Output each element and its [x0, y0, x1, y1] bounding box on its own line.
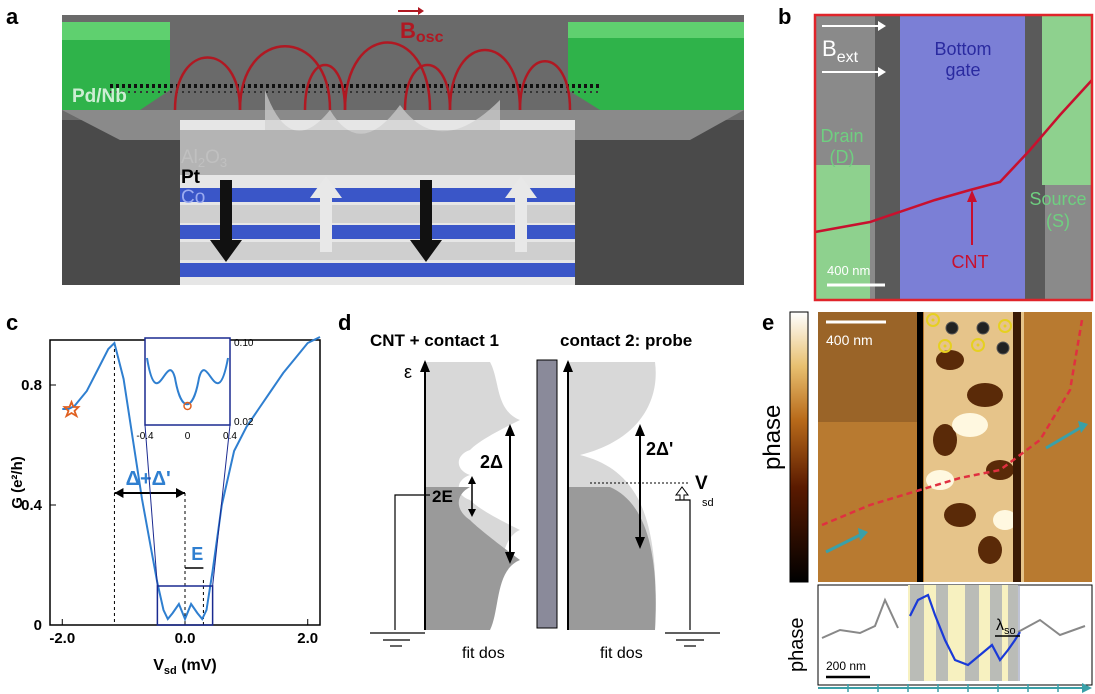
y-tick-label: 0.8 [21, 377, 42, 394]
x-tick-label: 2.0 [297, 630, 318, 647]
zoom-line [144, 424, 158, 587]
source-contact [1042, 15, 1092, 185]
dos-right-lower [568, 487, 656, 630]
x-axis-label: Vsd (mV) [153, 657, 217, 677]
contact-label: Pd/Nb [72, 86, 127, 107]
profile-outer-right [1017, 618, 1086, 637]
field-label: Bosc [400, 18, 444, 46]
gap-label: Δ+Δ' [126, 468, 171, 490]
dos-left-lower [425, 487, 520, 630]
right-title: contact 2: probe [560, 331, 692, 350]
e-level-label: 2E [432, 487, 453, 506]
source-label-1: Source [1029, 189, 1086, 209]
panel-d: d CNT + contact 1 contact 2: probe ε 2Δ … [338, 310, 720, 662]
profile-scalebar-label: 200 nm [826, 659, 866, 673]
scalebar-b-label: 400 nm [827, 263, 870, 278]
drain-contact [815, 165, 870, 300]
zoom-box [156, 585, 214, 626]
left-title: CNT + contact 1 [370, 331, 499, 350]
inset-y-tick-label: 0.02 [234, 417, 254, 428]
spin-markers [926, 313, 1012, 355]
inset-y-tick-label: 0.10 [234, 338, 254, 349]
panel-e: e phase [759, 310, 1093, 693]
panel-label-b: b [778, 4, 791, 29]
energy-axis-label: ε [404, 362, 412, 382]
panel-label-d: d [338, 310, 351, 335]
e-label: E [191, 544, 203, 564]
surface-bumps [265, 90, 500, 134]
inset-marker [183, 401, 192, 411]
alox-layer [180, 130, 575, 175]
star-marker [62, 399, 81, 419]
panel-a: a [6, 4, 744, 285]
scalebar-e-label: 400 nm [826, 332, 873, 348]
bias-label: V [695, 473, 708, 494]
co-layer-3 [180, 263, 575, 277]
inset-curve [146, 357, 229, 406]
sem-frame [813, 13, 1094, 302]
co-layer-2 [180, 225, 575, 239]
oscillating-field-lines [173, 41, 572, 111]
profile-outer-left [821, 597, 899, 639]
panel-b: b Bext Bottom gate Drain (D) Source (S) … [778, 4, 1094, 302]
panel-label-a: a [6, 4, 19, 29]
y-tick-label: 0.4 [21, 497, 43, 514]
drain-label-1: Drain [820, 126, 863, 146]
profile-ylabel: phase [786, 618, 808, 673]
x-tick-label: 0.0 [175, 630, 196, 647]
left-gap-label: 2Δ [480, 452, 503, 472]
pd-nb-contact-right [568, 22, 744, 110]
ground-symbols [370, 632, 720, 647]
bottom-gate [900, 15, 1025, 300]
cnt-label: CNT [952, 252, 989, 272]
co-layer-1 [180, 188, 575, 202]
zoom-line [212, 424, 231, 587]
conductance-chart: -2.0 0.0 2.0 0 0.4 0.8 G (e²/h) Vsd (mV) Δ+Δ' E -0… [9, 336, 321, 677]
colorbar [789, 311, 809, 583]
panel-label-e: e [762, 310, 774, 335]
co-label: Co [181, 187, 205, 208]
inset-frame [144, 337, 231, 426]
cnt-path-dashed [821, 319, 1084, 527]
pt-layer-1 [180, 205, 575, 223]
right-xlabel: fit dos [600, 645, 643, 662]
left-xlabel: fit dos [462, 645, 505, 662]
conductance-curve [62, 336, 321, 622]
inset-x-tick-label: 0 [185, 431, 191, 442]
panel-c: c -2.0 0.0 2.0 0 0.4 0.8 G (e²/h) Vsd (mV) Δ+Δ' E… [6, 310, 321, 677]
gate-label-2: gate [945, 60, 980, 80]
gap-arrow-head [176, 488, 185, 498]
cnt-trace [814, 79, 1093, 234]
bias-sub-label: sd [702, 497, 714, 509]
magnetization-arrows [210, 176, 537, 262]
colorbar-label: phase [759, 405, 786, 470]
gate-label-1: Bottom [934, 39, 991, 59]
gap-arrow-head [114, 488, 124, 498]
lambda-label: λso [996, 617, 1016, 637]
tunnel-barrier [536, 359, 558, 629]
drain-label-2: (D) [830, 147, 855, 167]
alox-label: Al2O3 [181, 147, 227, 170]
pt-layer-2 [180, 242, 575, 260]
x-tick-label: -2.0 [49, 630, 75, 647]
inset-x-tick-label: 0.4 [223, 431, 237, 442]
right-gap-label: 2Δ' [646, 439, 673, 459]
pt-label: Pt [181, 167, 201, 188]
y-tick-label: 0 [34, 617, 42, 634]
gate-edge-left [917, 312, 923, 582]
bext-label: Bext [822, 36, 859, 66]
y-axis-label: G (e²/h) [9, 456, 26, 509]
gate-edge-right [1013, 312, 1021, 582]
profile-inner [909, 593, 1021, 667]
panel-label-c: c [6, 310, 18, 335]
source-label-2: (S) [1046, 211, 1070, 231]
inset-x-tick-label: -0.4 [136, 431, 154, 442]
